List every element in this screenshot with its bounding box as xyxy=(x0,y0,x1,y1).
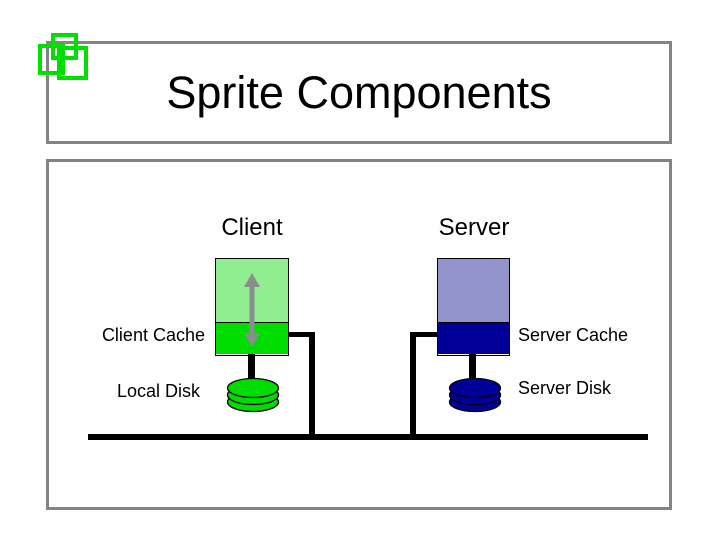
bidirectional-arrow-icon xyxy=(244,273,260,347)
logo-square-bottom-right xyxy=(57,46,88,80)
title-box: Sprite Components xyxy=(46,41,672,144)
client-to-network-line-vertical xyxy=(309,332,315,437)
client-cache-to-disk-line xyxy=(248,354,255,380)
server-disk-label: Server Disk xyxy=(518,378,612,398)
server-machine-box xyxy=(437,258,510,356)
slide-title: Sprite Components xyxy=(166,66,552,118)
server-cache-label: Server Cache xyxy=(518,325,629,345)
server-to-network-line-vertical xyxy=(410,332,416,437)
local-disk-icon xyxy=(226,377,280,413)
server-disk-icon xyxy=(448,377,502,413)
server-machine-area xyxy=(438,259,509,323)
client-to-network-line-horizontal xyxy=(288,332,315,337)
server-cache-area xyxy=(438,323,509,354)
server-cache-to-disk-line xyxy=(469,354,476,380)
server-to-network-line-horizontal xyxy=(410,332,438,337)
client-cache-label: Client Cache xyxy=(101,325,205,345)
diagram-canvas xyxy=(46,159,672,510)
local-disk-label: Local Disk xyxy=(116,381,200,401)
server-section-label: Server xyxy=(438,214,510,241)
network-bus-line xyxy=(88,434,648,440)
client-section-label: Client xyxy=(221,214,283,241)
